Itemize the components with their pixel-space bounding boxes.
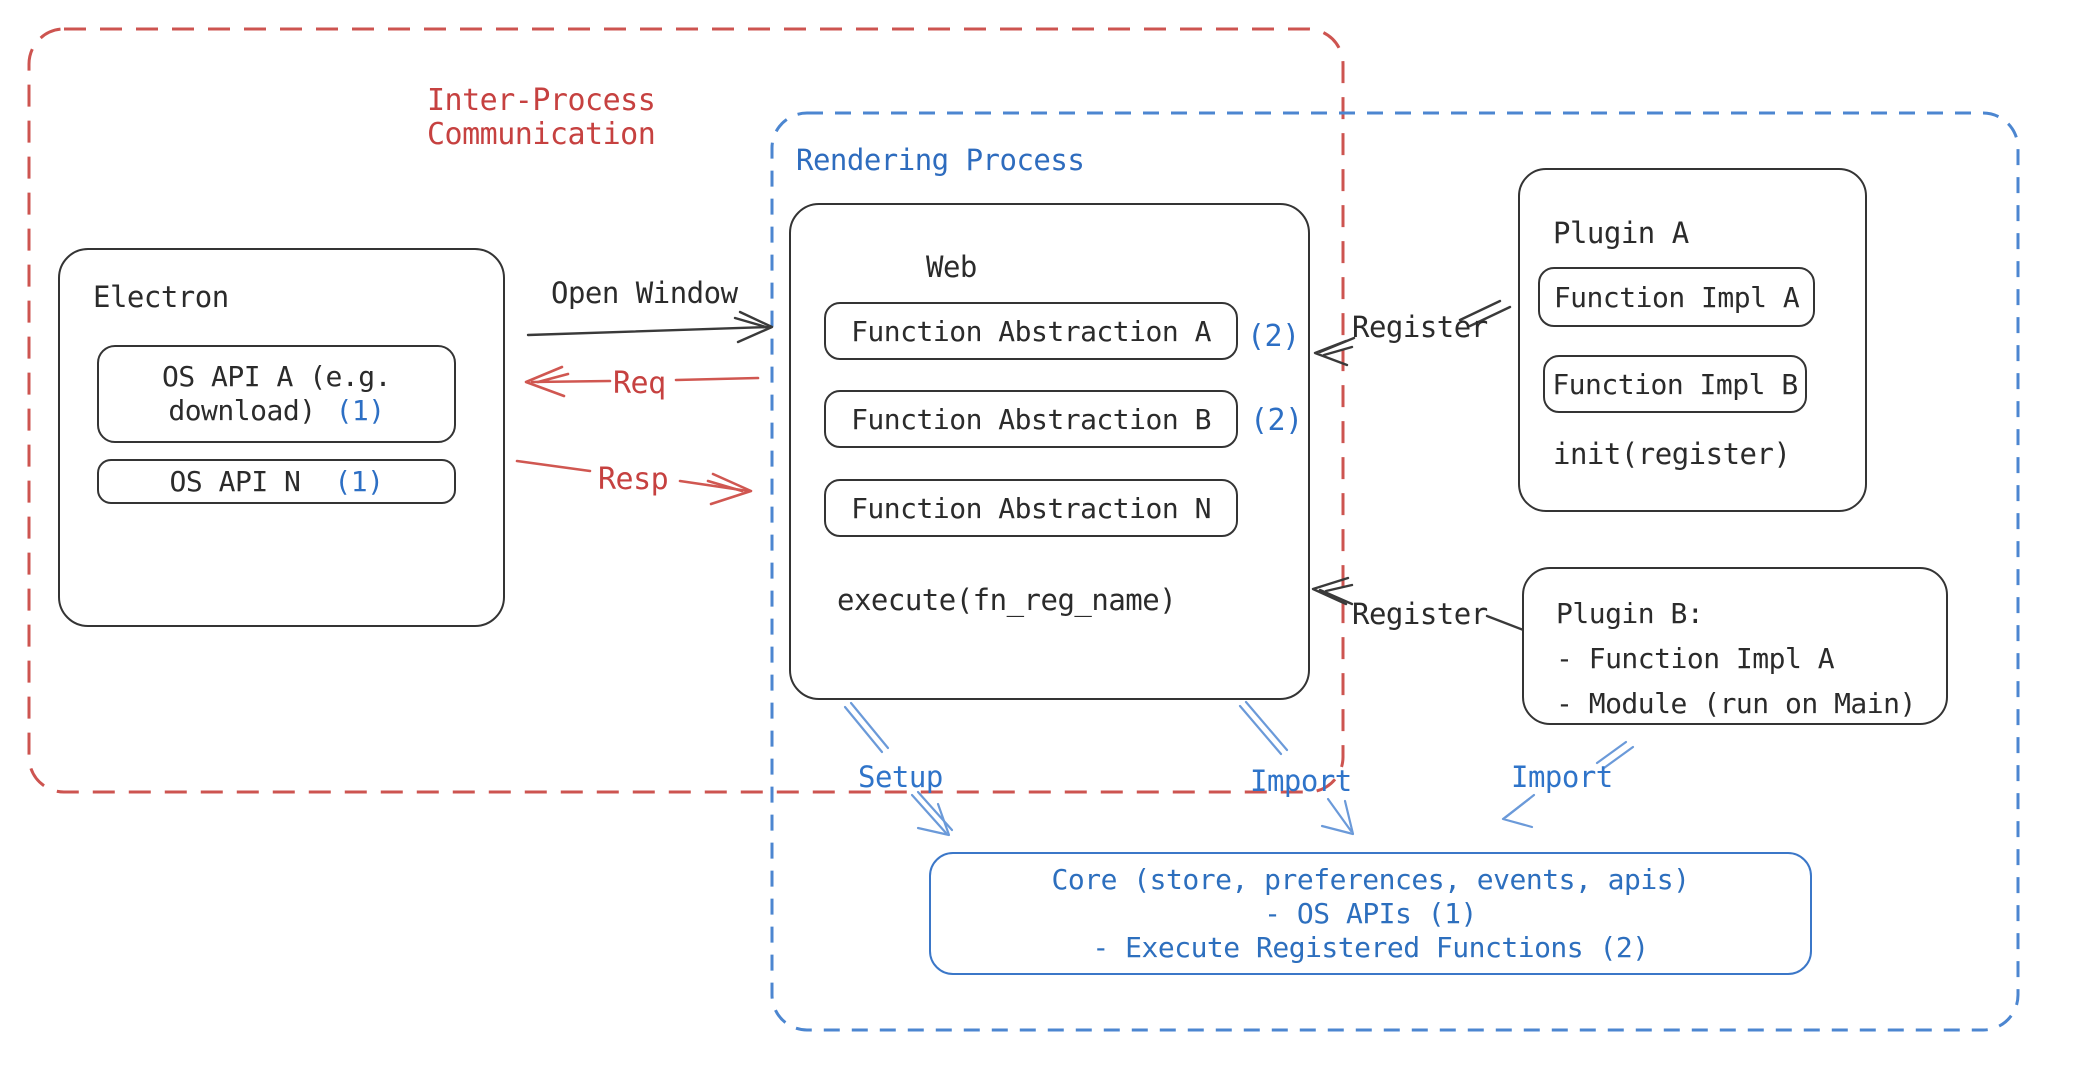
- web-box: [789, 203, 1310, 700]
- plugin-a-title: Plugin A: [1553, 216, 1689, 250]
- rendering-region-label: Rendering Process: [796, 143, 1085, 177]
- import-right-arrow: [1501, 740, 1635, 829]
- os-api-a-badge: (1): [335, 394, 386, 427]
- ipc-region-outline: [27, 27, 1345, 794]
- import-left-arrow: [1238, 700, 1355, 836]
- function-abstraction-a-text: Function Abstraction A: [851, 314, 1211, 348]
- plugin-b-title: Plugin B:: [1556, 597, 1704, 630]
- plugin-b-item2: - Module (run on Main): [1556, 687, 1916, 720]
- resp-arrow: [515, 459, 753, 506]
- req-label: Req: [613, 366, 666, 401]
- core-line1: Core (store, preferences, events, apis): [1051, 862, 1690, 896]
- open-window-label: Open Window: [551, 276, 738, 310]
- core-line3: - Execute Registered Functions (2): [1092, 930, 1649, 964]
- plugin-b-box: [1522, 567, 1948, 725]
- function-abstraction-a-box: Function Abstraction A: [824, 302, 1238, 360]
- rendering-region-outline: [770, 111, 2020, 1032]
- os-api-n-badge: (1): [334, 465, 384, 498]
- function-impl-b-box: Function Impl B: [1543, 355, 1807, 413]
- setup-label: Setup: [858, 760, 943, 794]
- function-impl-a-text: Function Impl A: [1553, 280, 1800, 314]
- init-register-text: init(register): [1553, 437, 1791, 471]
- register-bottom-arrow: [1311, 576, 1528, 633]
- os-api-a-line1: OS API A (e.g.: [161, 360, 392, 393]
- core-line2: - OS APIs (1): [1264, 896, 1477, 930]
- web-title: Web: [926, 250, 977, 284]
- function-abstraction-a-badge: (2): [1247, 319, 1300, 354]
- plugin-a-box: [1518, 168, 1867, 512]
- execute-text: execute(fn_reg_name): [837, 583, 1177, 617]
- register-top-arrow: [1313, 299, 1512, 367]
- os-api-a-box: OS API A (e.g. download) (1): [97, 345, 456, 443]
- function-impl-a-box: Function Impl A: [1538, 267, 1815, 327]
- function-abstraction-n-box: Function Abstraction N: [824, 479, 1238, 537]
- resp-label: Resp: [598, 462, 669, 497]
- function-abstraction-b-text: Function Abstraction B: [851, 402, 1211, 436]
- os-api-n-box: OS API N (1): [97, 459, 456, 504]
- os-api-a-line2-text: download): [168, 394, 316, 427]
- import-left-label: Import: [1250, 764, 1352, 798]
- req-arrow: [524, 365, 760, 398]
- ipc-label-line1: Inter-Process: [427, 83, 656, 118]
- setup-arrow: [843, 701, 954, 837]
- register-top-label: Register: [1352, 310, 1488, 344]
- function-impl-b-text: Function Impl B: [1552, 367, 1798, 401]
- plugin-b-item1: - Function Impl A: [1556, 642, 1835, 675]
- core-box: Core (store, preferences, events, apis) …: [929, 852, 1812, 975]
- function-abstraction-b-box: Function Abstraction B: [824, 390, 1238, 448]
- os-api-n-text: OS API N: [169, 465, 301, 498]
- electron-title: Electron: [93, 280, 229, 314]
- open-window-arrow: [526, 310, 774, 344]
- register-bottom-label: Register: [1352, 597, 1488, 631]
- os-api-a-line2: download) (1): [168, 394, 386, 428]
- function-abstraction-b-badge: (2): [1250, 403, 1303, 438]
- import-right-label: Import: [1511, 760, 1613, 794]
- ipc-label-line2: Communication: [427, 117, 656, 152]
- plugin-b-content: Plugin B: - Function Impl A - Module (run …: [1556, 591, 1916, 726]
- function-abstraction-n-text: Function Abstraction N: [851, 491, 1211, 525]
